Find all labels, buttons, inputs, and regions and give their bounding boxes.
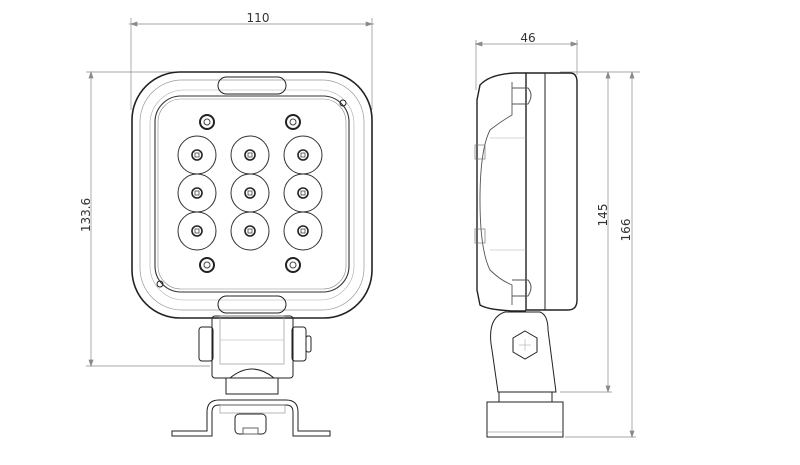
side-base <box>486 401 564 438</box>
lens-section <box>525 72 578 311</box>
screw <box>199 257 215 273</box>
led <box>230 135 270 175</box>
body-height-label: 145 <box>596 204 610 227</box>
total-height-label: 166 <box>619 219 633 242</box>
front-view: 110 133.6 <box>79 11 374 437</box>
width-dimension <box>129 18 374 110</box>
led <box>283 135 323 175</box>
housing-side <box>476 72 526 312</box>
total-height-dimension <box>565 70 636 439</box>
housing-outline <box>131 71 373 319</box>
led <box>283 211 323 251</box>
bottom-slot <box>217 295 287 314</box>
top-slot <box>217 76 287 95</box>
lens-frame <box>154 95 350 293</box>
base-foot <box>171 399 331 437</box>
hex-bolt <box>512 330 538 360</box>
led <box>283 173 323 213</box>
depth-label: 46 <box>520 31 535 45</box>
height-label: 133.6 <box>79 198 93 232</box>
led <box>177 135 217 175</box>
side-view: 46 145 166 <box>474 31 640 439</box>
mount-bracket <box>171 315 331 437</box>
height-dimension <box>86 70 210 368</box>
corner-hole <box>339 99 347 107</box>
led <box>177 173 217 213</box>
screws <box>199 114 301 273</box>
base-bolt <box>234 413 267 435</box>
screw <box>199 114 215 130</box>
corner-hole <box>156 280 164 288</box>
left-nut <box>198 326 214 362</box>
screw <box>285 257 301 273</box>
screw <box>285 114 301 130</box>
led-array <box>177 135 323 251</box>
body-height-dimension <box>560 70 640 394</box>
depth-dimension <box>474 40 579 90</box>
housing-bezel <box>139 79 365 311</box>
width-label: 110 <box>247 11 270 25</box>
led <box>230 173 270 213</box>
side-mount <box>486 311 564 438</box>
housing-inner-bezel <box>149 89 355 301</box>
right-nut <box>291 326 307 362</box>
led <box>230 211 270 251</box>
lens-window <box>157 98 347 290</box>
led <box>177 211 217 251</box>
